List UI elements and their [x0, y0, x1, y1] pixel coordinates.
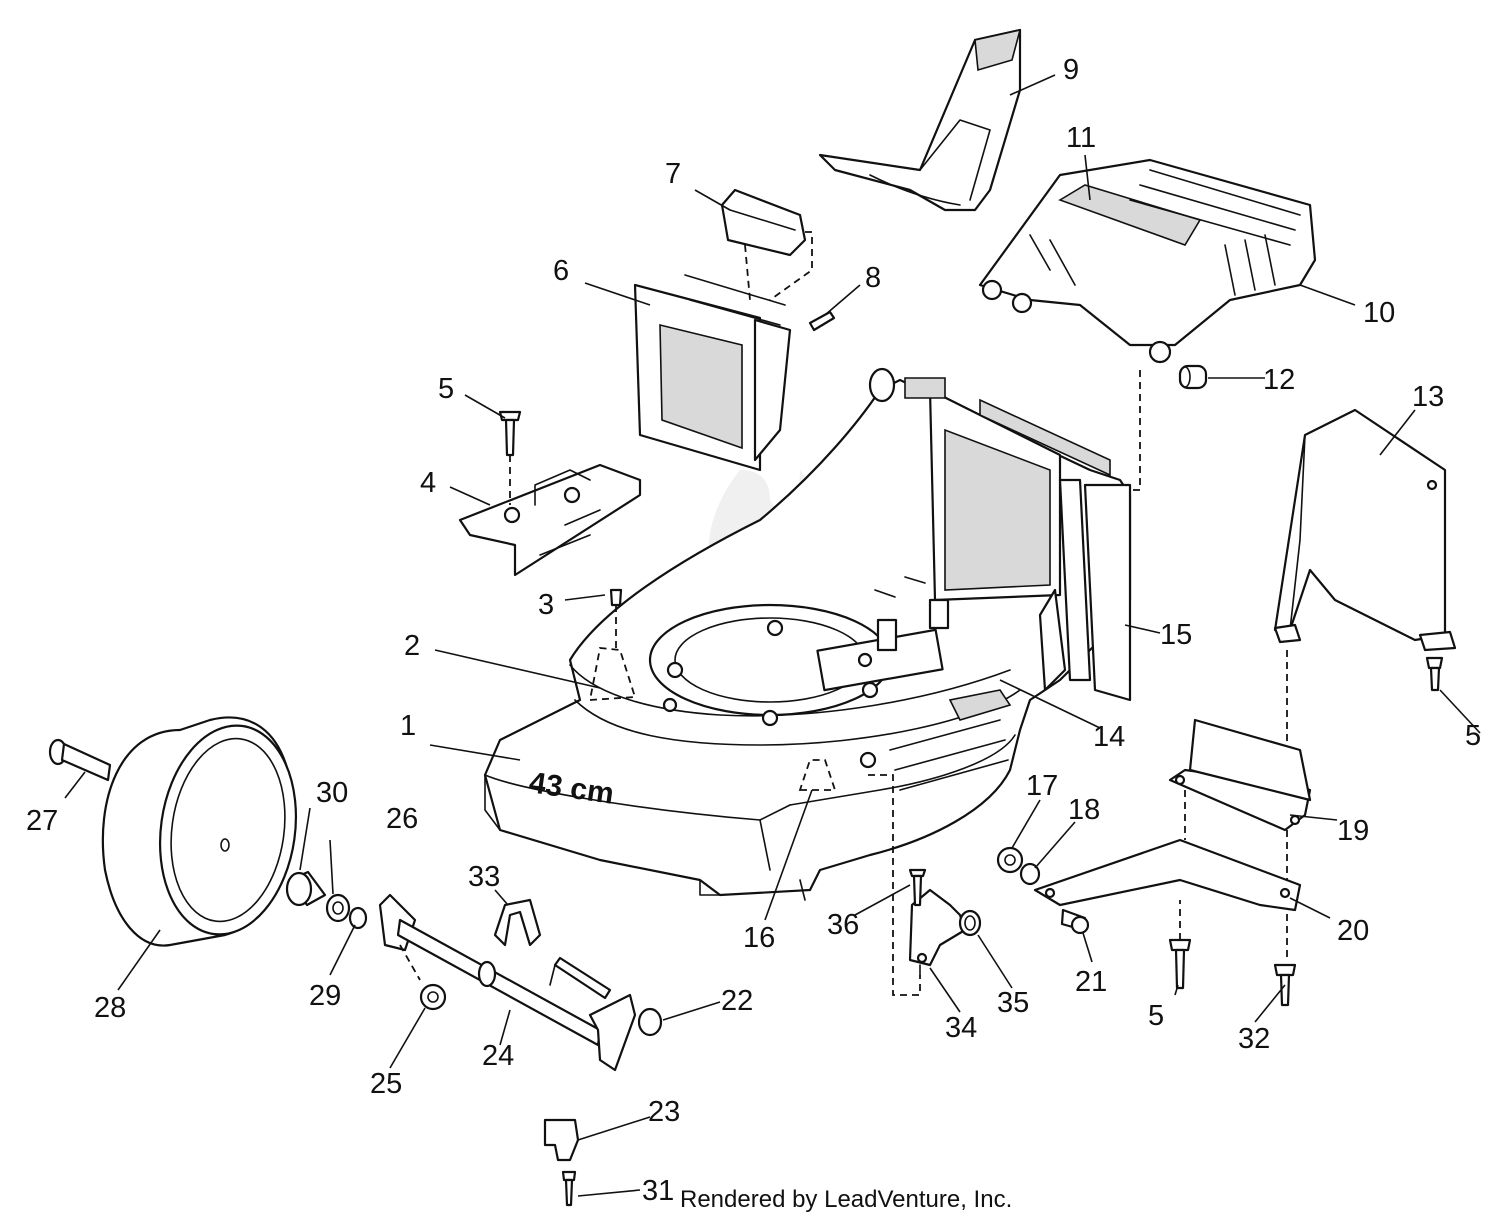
callout-34: 34 — [945, 1012, 977, 1044]
mower-deck — [483, 367, 1132, 901]
axle-bushing — [637, 1007, 663, 1037]
handle-guard — [818, 28, 1022, 212]
washer — [1019, 862, 1041, 886]
callout-18: 18 — [1068, 794, 1100, 826]
wheel-spacer — [285, 870, 327, 907]
height-clip — [493, 898, 542, 947]
o-ring — [958, 909, 982, 937]
screw — [1425, 656, 1444, 692]
wheel-bushing — [1178, 364, 1208, 390]
callout-2: 2 — [404, 630, 420, 662]
callout-29: 29 — [309, 980, 341, 1012]
callout-numbers: 1 2 3 4 5 5 5 6 7 8 9 10 11 12 13 14 15 … — [26, 54, 1481, 1207]
callout-32: 32 — [1238, 1023, 1270, 1055]
callout-11: 11 — [1066, 122, 1096, 154]
callout-15: 15 — [1160, 619, 1192, 651]
callout-30: 30 — [316, 777, 348, 809]
height-lever — [549, 956, 612, 1000]
callout-16: 16 — [743, 922, 775, 954]
callout-25: 25 — [370, 1068, 402, 1100]
deck-bracket — [588, 647, 877, 791]
clip-screw — [561, 1170, 577, 1207]
rear-axle — [378, 893, 637, 1072]
callout-36: 36 — [827, 909, 859, 941]
bolt — [1273, 963, 1297, 1007]
bolt — [908, 868, 927, 907]
callout-23: 23 — [648, 1096, 680, 1128]
callout-24: 24 — [482, 1040, 514, 1072]
callout-12: 12 — [1263, 364, 1295, 396]
callout-6: 6 — [553, 255, 569, 287]
callout-1: 1 — [400, 710, 416, 742]
wheel-washer — [348, 906, 368, 930]
mounting-plate — [458, 463, 642, 577]
axle-nut — [419, 983, 447, 1011]
callout-26: 26 — [386, 803, 418, 835]
callout-14: 14 — [1093, 721, 1125, 753]
screw — [498, 410, 522, 505]
bolt — [1060, 908, 1090, 935]
fitting-alignment-line — [868, 774, 921, 996]
deck-pin — [609, 588, 623, 650]
callout-22: 22 — [721, 985, 753, 1017]
rear-flap-frame — [633, 274, 792, 472]
callout-35: 35 — [997, 987, 1029, 1019]
callout-7: 7 — [665, 158, 681, 190]
callout-27: 27 — [26, 805, 58, 837]
callout-3: 3 — [538, 589, 554, 621]
callout-19: 19 — [1337, 815, 1369, 847]
wheel-nut — [325, 893, 351, 923]
flap-hinge — [720, 188, 813, 301]
callout-13: 13 — [1412, 381, 1444, 413]
rear-cover — [978, 158, 1317, 364]
callout-28: 28 — [94, 992, 126, 1024]
callout-20: 20 — [1337, 915, 1369, 947]
callout-5: 5 — [438, 373, 454, 405]
leader-lines — [64, 74, 1481, 1197]
deflector-plate — [1168, 718, 1312, 840]
screw — [1168, 900, 1192, 990]
callout-17: 17 — [1026, 770, 1058, 802]
bottom-bracket — [1033, 838, 1302, 912]
callout-5: 5 — [1148, 1000, 1164, 1032]
callout-33: 33 — [468, 861, 500, 893]
callout-5: 5 — [1465, 720, 1481, 752]
side-shield — [1273, 408, 1457, 652]
wheel-bolt — [48, 738, 112, 782]
render-credit: Rendered by LeadVenture, Inc. — [680, 1186, 1013, 1213]
callout-31: 31 — [642, 1175, 674, 1207]
hinge-pin — [808, 310, 836, 332]
nut — [996, 846, 1024, 874]
callout-9: 9 — [1063, 54, 1079, 86]
callout-8: 8 — [865, 262, 881, 294]
cover-alignment-line — [1132, 370, 1141, 491]
callout-21: 21 — [1075, 966, 1107, 998]
rear-wheel — [101, 716, 298, 947]
callout-4: 4 — [420, 467, 436, 499]
axle-clip — [543, 1118, 580, 1162]
callout-10: 10 — [1363, 297, 1395, 329]
